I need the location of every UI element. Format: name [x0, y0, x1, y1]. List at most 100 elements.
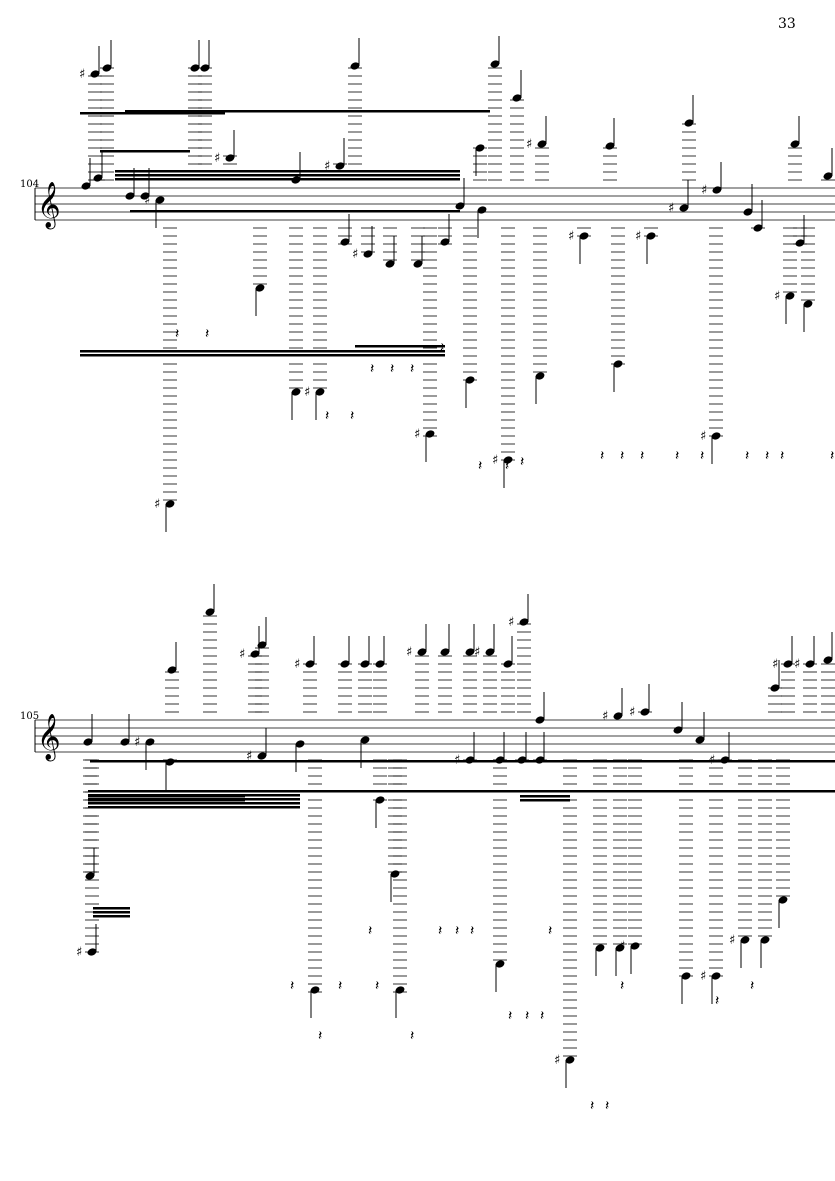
quarter-rest-icon: 𝄽 — [675, 448, 679, 464]
beam — [93, 915, 130, 918]
notehead — [795, 239, 805, 247]
quarter-rest-icon: 𝄽 — [700, 448, 704, 464]
quarter-rest-icon: 𝄽 — [470, 923, 474, 939]
notehead — [630, 942, 640, 950]
quarter-rest-icon: 𝄽 — [390, 361, 394, 377]
quarter-rest-icon: 𝄽 — [438, 923, 442, 939]
notehead — [155, 196, 165, 204]
notehead — [140, 192, 150, 200]
quarter-rest-icon: 𝄽 — [350, 408, 354, 424]
beam — [90, 760, 835, 763]
beam — [115, 170, 460, 173]
quarter-rest-icon: 𝄽 — [410, 1028, 414, 1044]
beam — [95, 790, 835, 793]
notehead — [695, 736, 705, 744]
notehead — [823, 656, 833, 664]
beam — [115, 178, 460, 181]
treble-clef-icon: 𝄞 — [37, 182, 61, 230]
notehead — [673, 726, 683, 734]
quarter-rest-icon: 𝄽 — [765, 448, 769, 464]
notehead — [615, 944, 625, 952]
sharp-icon: ♯ — [668, 201, 674, 216]
quarter-rest-icon: 𝄽 — [715, 993, 719, 1009]
quarter-rest-icon: 𝄽 — [590, 1098, 594, 1114]
sharp-icon: ♯ — [508, 615, 514, 630]
sharp-icon: ♯ — [729, 933, 735, 948]
quarter-rest-icon: 𝄽 — [318, 1028, 322, 1044]
notehead — [805, 660, 815, 668]
notehead — [225, 154, 235, 162]
notehead — [535, 716, 545, 724]
notehead — [770, 684, 780, 692]
notehead — [455, 202, 465, 210]
beam — [88, 799, 245, 802]
sharp-icon: ♯ — [406, 645, 412, 660]
notehead — [711, 432, 721, 440]
sharp-icon: ♯ — [144, 193, 150, 208]
notehead — [785, 292, 795, 300]
notehead — [375, 660, 385, 668]
sharp-icon: ♯ — [568, 229, 574, 244]
sharp-icon: ♯ — [246, 749, 252, 764]
measure-number-105: 105 — [20, 711, 40, 722]
sharp-icon: ♯ — [154, 497, 160, 512]
quarter-rest-icon: 𝄽 — [750, 978, 754, 994]
notehead — [679, 204, 689, 212]
notehead — [385, 260, 395, 268]
notehead — [340, 660, 350, 668]
beam — [88, 802, 300, 805]
sharp-icon: ♯ — [304, 385, 310, 400]
notehead — [375, 796, 385, 804]
beam — [80, 112, 225, 115]
quarter-rest-icon: 𝄽 — [325, 408, 329, 424]
beam — [93, 911, 130, 914]
quarter-rest-icon: 𝄽 — [520, 454, 524, 470]
sharp-icon: ♯ — [635, 229, 641, 244]
sharp-icon: ♯ — [526, 137, 532, 152]
notehead — [305, 660, 315, 668]
sharp-icon: ♯ — [79, 67, 85, 82]
notehead — [360, 736, 370, 744]
quarter-rest-icon: 𝄽 — [620, 448, 624, 464]
notehead — [87, 948, 97, 956]
quarter-rest-icon: 𝄽 — [745, 448, 749, 464]
sharp-icon: ♯ — [554, 1053, 560, 1068]
notehead — [257, 752, 267, 760]
sharp-icon: ♯ — [774, 289, 780, 304]
beam — [80, 354, 445, 357]
notehead — [255, 284, 265, 292]
notehead — [485, 648, 495, 656]
quarter-rest-icon: 𝄽 — [290, 978, 294, 994]
notehead — [413, 260, 423, 268]
quarter-rest-icon: 𝄽 — [780, 448, 784, 464]
quarter-rest-icon: 𝄽 — [505, 458, 509, 474]
notehead — [257, 641, 267, 649]
quarter-rest-icon: 𝄽 — [478, 458, 482, 474]
sharp-icon: ♯ — [352, 247, 358, 262]
beam — [115, 174, 460, 177]
notehead — [740, 936, 750, 944]
notehead — [681, 972, 691, 980]
notehead — [640, 708, 650, 716]
notehead — [165, 500, 175, 508]
beam — [93, 907, 130, 910]
quarter-rest-icon: 𝄽 — [338, 978, 342, 994]
quarter-rest-icon: 𝄽 — [455, 923, 459, 939]
measure-number-104: 104 — [20, 179, 40, 190]
page-number: 33 — [778, 16, 796, 32]
beam — [88, 795, 245, 798]
sharp-icon: ♯ — [772, 657, 778, 672]
quarter-rest-icon: 𝄽 — [440, 340, 444, 356]
notehead — [335, 162, 345, 170]
notehead — [605, 142, 615, 150]
notehead — [579, 232, 589, 240]
sharp-icon: ♯ — [134, 735, 140, 750]
sharp-icon: ♯ — [239, 647, 245, 662]
sharp-icon: ♯ — [629, 705, 635, 720]
sharp-icon: ♯ — [294, 657, 300, 672]
sharp-icon: ♯ — [76, 945, 82, 960]
notehead — [295, 740, 305, 748]
notehead — [315, 388, 325, 396]
notehead — [291, 388, 301, 396]
